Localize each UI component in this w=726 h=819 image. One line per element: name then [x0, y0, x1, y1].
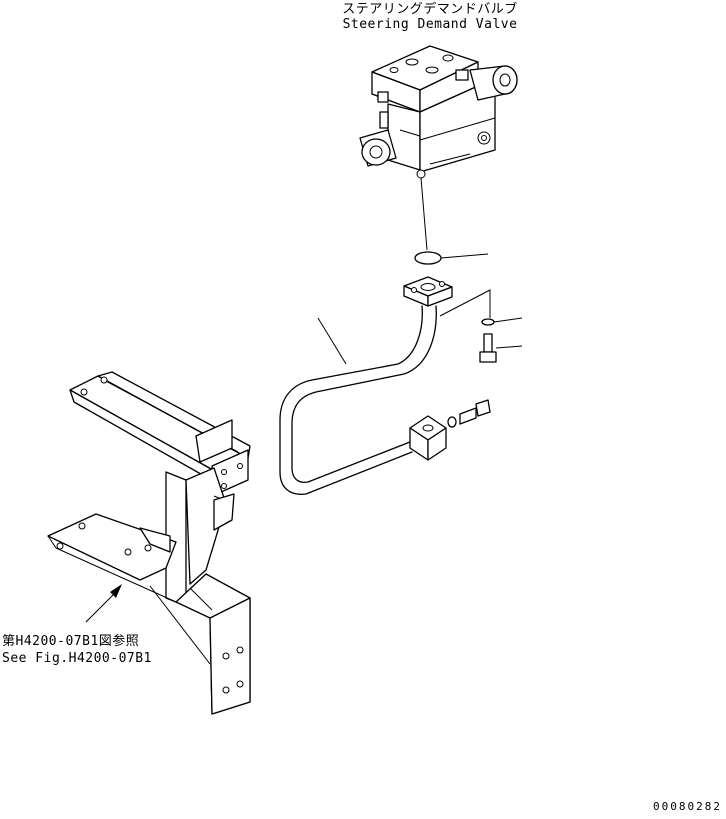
valve-label-jp: ステアリングデマンドバルブ — [342, 2, 518, 17]
reference-arrow — [85, 584, 122, 623]
upper-bolt-set — [439, 289, 523, 363]
upper-flange — [403, 276, 453, 307]
figure-number: 00080282 — [653, 800, 722, 813]
steering-demand-valve — [359, 45, 518, 251]
reference-label-jp: 第H4200-07B1図参照 — [2, 634, 140, 649]
lower-bolt-set — [447, 399, 491, 428]
mounting-bracket — [47, 371, 251, 715]
lower-flange — [409, 415, 447, 461]
reference-label-en: See Fig.H4200-07B1 — [2, 651, 152, 666]
valve-label-en: Steering Demand Valve — [342, 17, 518, 32]
steering-tube — [279, 305, 437, 495]
o-ring — [414, 251, 489, 265]
